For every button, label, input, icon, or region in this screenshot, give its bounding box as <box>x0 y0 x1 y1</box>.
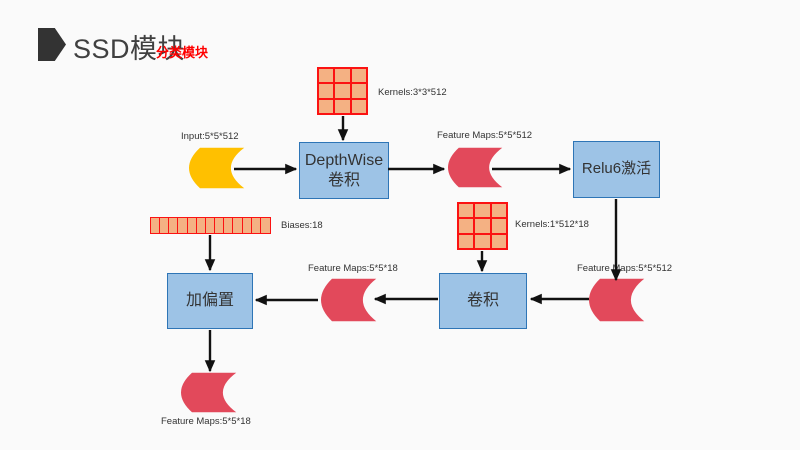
bias-cell <box>224 218 234 233</box>
feature-maps3-cylinder <box>320 278 377 322</box>
kernel-cell <box>474 218 491 234</box>
bias-cell <box>252 218 261 233</box>
relu6-label: Relu6激活 <box>581 160 652 178</box>
depthwise-line1: DepthWise <box>304 151 384 169</box>
kernel-cell <box>458 203 475 219</box>
bias-cell <box>169 218 179 233</box>
kernels2-label: Kernels:1*512*18 <box>515 219 589 230</box>
input-label: Input:5*5*512 <box>181 131 239 142</box>
bias-cell <box>233 218 243 233</box>
feature-maps3-label: Feature Maps:5*5*18 <box>308 263 398 274</box>
kernel-cell <box>334 68 351 84</box>
add-bias-box: 加偏置 <box>167 273 253 329</box>
kernels1-grid <box>317 67 368 115</box>
kernels1-label: Kernels:3*3*512 <box>378 87 447 98</box>
conv-box: 卷积 <box>439 273 527 329</box>
feature-maps2-cylinder <box>588 278 645 322</box>
kernel-cell <box>334 83 351 99</box>
feature-maps1-cylinder <box>447 147 503 188</box>
kernel-cell <box>318 68 335 84</box>
kernel-cell <box>334 98 351 114</box>
bias-cell <box>261 218 270 233</box>
slide-title: SSD模块 <box>73 34 186 64</box>
kernel-cell <box>318 98 335 114</box>
feature-maps4-label: Feature Maps:5*5*18 <box>161 416 251 427</box>
depthwise-conv-box: DepthWise 卷积 <box>299 142 389 199</box>
bias-cell <box>243 218 252 233</box>
kernel-cell <box>350 98 367 114</box>
bias-cell <box>197 218 206 233</box>
kernel-cell <box>318 83 335 99</box>
kernel-cell <box>474 233 491 249</box>
slide-subtitle: 分类模块 <box>156 45 209 60</box>
biases-strip <box>150 217 271 234</box>
depthwise-line2: 卷积 <box>327 171 360 189</box>
feature-maps1-label: Feature Maps:5*5*512 <box>437 130 533 141</box>
kernel-cell <box>490 218 507 234</box>
biases-label: Biases:18 <box>281 220 323 231</box>
bias-cell <box>206 218 216 233</box>
kernel-cell <box>490 203 507 219</box>
kernel-cell <box>474 203 491 219</box>
kernel-cell <box>350 83 367 99</box>
bias-cell <box>160 218 170 233</box>
kernel-cell <box>350 68 367 84</box>
title-arrow-badge-icon <box>38 28 66 61</box>
kernel-cell <box>490 233 507 249</box>
add-bias-label: 加偏置 <box>185 292 234 309</box>
bias-cell <box>188 218 197 233</box>
feature-maps4-cylinder <box>180 372 237 413</box>
feature-maps2-label: Feature Maps:5*5*512 <box>577 263 673 274</box>
bias-cell <box>178 218 188 233</box>
kernel-cell <box>458 233 475 249</box>
kernels2-grid <box>457 202 508 250</box>
bias-cell <box>215 218 225 233</box>
kernel-cell <box>458 218 475 234</box>
relu6-box: Relu6激活 <box>573 141 660 198</box>
input-cylinder <box>188 147 245 189</box>
bias-cell <box>151 218 161 233</box>
conv-label: 卷积 <box>466 292 499 309</box>
